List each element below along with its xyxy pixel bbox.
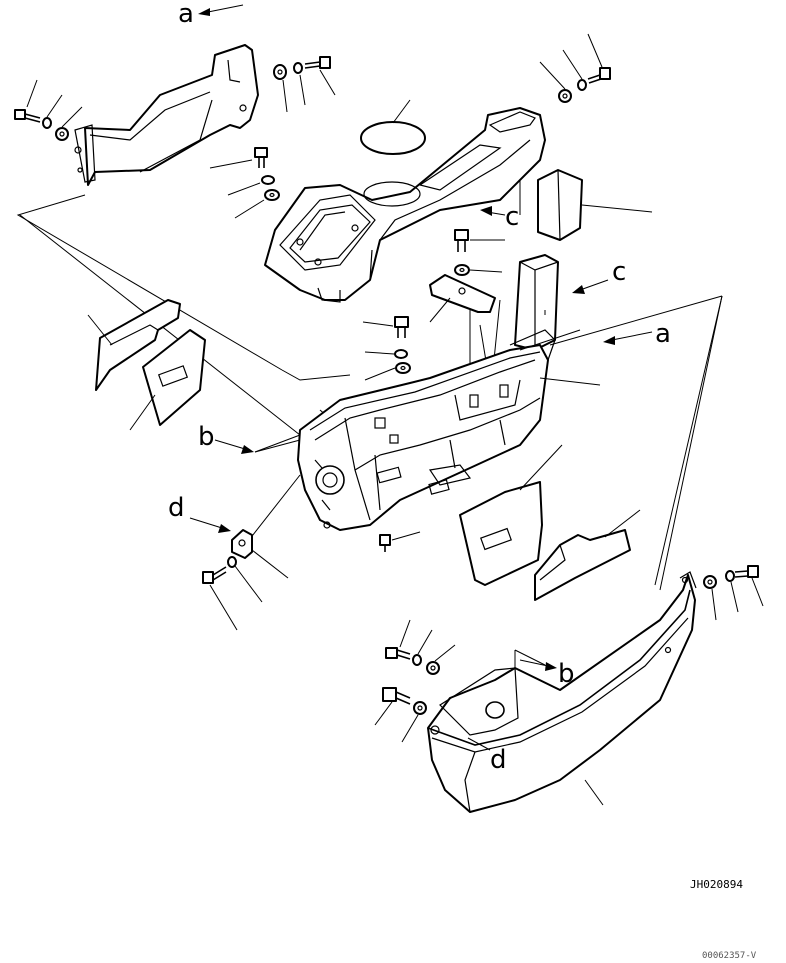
washer-icon: [426, 661, 440, 675]
washer-icon: [395, 362, 411, 374]
label-d-right: d: [490, 745, 507, 775]
spring-washer-icon: [293, 62, 303, 74]
console-frame: [297, 329, 601, 531]
label-b-left: b: [198, 422, 215, 452]
bolt-icon: [202, 566, 227, 584]
drawing-code: JH020894: [690, 878, 743, 891]
label-c-upper: c: [505, 202, 519, 232]
washer-icon: [55, 127, 69, 141]
top-left-fasteners: [14, 56, 336, 141]
spring-washer-icon: [725, 570, 735, 582]
tube-cover: [537, 169, 653, 241]
square-duct: [514, 254, 559, 351]
washer-icon: [454, 264, 470, 276]
upper-left-side-cover: [74, 44, 259, 186]
label-a-top: a: [178, 0, 194, 29]
console-top-cover: [264, 107, 546, 303]
washer-icon: [413, 701, 427, 715]
bolt-icon: [385, 647, 411, 660]
bracket-plate: [429, 274, 496, 323]
lower-cover-right-fasteners: [703, 565, 764, 621]
spring-washer-icon: [261, 175, 275, 185]
bolt-icon: [734, 565, 759, 578]
label-b-right: b: [558, 659, 575, 689]
reference-arrows: [189, 4, 653, 751]
top-cover-left-fasteners: [209, 147, 280, 219]
spring-washer-icon: [227, 556, 237, 568]
spring-washer-icon: [42, 117, 52, 129]
washer-icon: [558, 89, 572, 103]
middle-fasteners: [362, 229, 505, 381]
lower-cover-left-fasteners: [374, 619, 456, 743]
bolt-icon: [454, 229, 469, 252]
bolt-icon: [379, 531, 421, 552]
washer-icon: [273, 64, 287, 80]
washer-icon: [703, 575, 717, 589]
bolt-icon: [254, 147, 268, 168]
top-right-fasteners: [539, 33, 611, 103]
bolt-icon: [394, 316, 409, 338]
lower-side-cover: [427, 571, 697, 813]
label-a-mid: a: [655, 319, 671, 349]
hinge-bracket-left: [202, 529, 289, 631]
label-d-left: d: [168, 493, 185, 523]
bolt-icon: [304, 56, 331, 69]
washer-icon: [264, 189, 280, 201]
bolt-icon: [382, 687, 411, 705]
spring-washer-icon: [412, 654, 422, 666]
right-middle-panels: [459, 444, 641, 601]
reference-code: 00062357-V: [702, 951, 757, 961]
spring-washer-icon: [394, 349, 408, 359]
reference-labels: a a c c b b d d: [168, 0, 671, 775]
left-side-covers: [87, 299, 206, 431]
bolt-icon: [587, 67, 611, 84]
bolt-icon: [14, 109, 41, 123]
frame-bottom-bolt: [379, 531, 421, 552]
cup-holder-mat: [360, 99, 426, 155]
spring-washer-icon: [577, 79, 587, 91]
label-c-lower: c: [612, 257, 626, 287]
